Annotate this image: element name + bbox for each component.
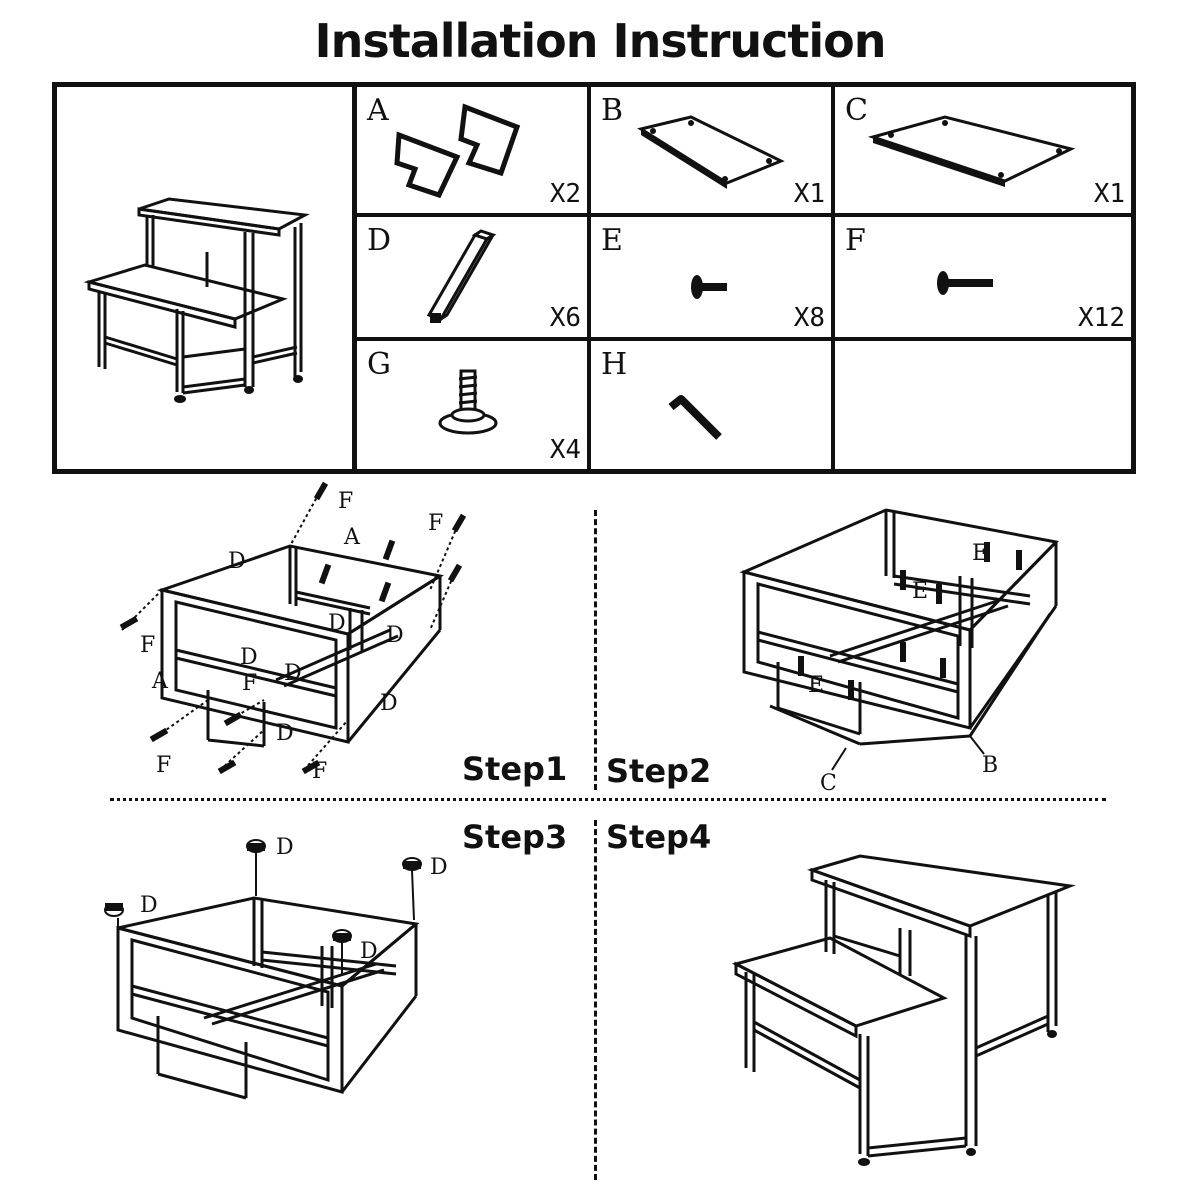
callout-label: D xyxy=(430,855,448,880)
grid-line xyxy=(352,87,357,469)
frame-panel-icon xyxy=(394,103,521,199)
callout-label: F xyxy=(312,759,327,784)
allen-key-icon xyxy=(668,395,722,440)
divider-horizontal xyxy=(110,798,1106,801)
part-letter: E xyxy=(601,223,623,258)
adjustable-foot-icon xyxy=(438,369,498,435)
step2-label: Step2 xyxy=(606,752,712,790)
part-cell-b: B X1 xyxy=(591,87,831,213)
empty-cell xyxy=(835,341,1131,469)
callout-label: D xyxy=(228,549,246,574)
part-letter: C xyxy=(845,93,868,128)
part-quantity: X2 xyxy=(549,179,581,209)
callout-label: F xyxy=(242,671,257,696)
grid-line xyxy=(587,87,591,469)
step3-label: Step3 xyxy=(462,818,568,856)
callout-label: E xyxy=(912,579,928,604)
divider-vertical xyxy=(594,820,597,1180)
part-quantity: X12 xyxy=(1078,303,1125,333)
part-letter: B xyxy=(601,93,624,128)
callout-label: E xyxy=(972,541,988,566)
part-quantity: X6 xyxy=(549,303,581,333)
part-letter: D xyxy=(367,223,392,258)
part-letter: A xyxy=(367,93,389,128)
part-quantity: X8 xyxy=(793,303,825,333)
part-letter: F xyxy=(845,223,866,258)
parts-table: A X2 B X1 C X1 D X6 xyxy=(52,82,1136,474)
part-cell-f: F X12 xyxy=(835,217,1131,337)
callout-label: D xyxy=(240,645,258,670)
callout-label: D xyxy=(140,893,158,918)
callout-label: C xyxy=(820,771,837,796)
grid-line xyxy=(831,87,835,469)
callout-label: A xyxy=(343,525,361,550)
step4-label: Step4 xyxy=(606,818,712,856)
divider-vertical xyxy=(594,510,597,790)
callout-label: F xyxy=(156,753,171,778)
callout-label: D xyxy=(276,721,294,746)
part-cell-g: G X4 xyxy=(357,341,587,469)
part-quantity: X4 xyxy=(549,435,581,465)
callout-label: F xyxy=(338,489,353,514)
grid-line xyxy=(357,337,1131,341)
large-board-icon xyxy=(867,115,1076,187)
part-cell-a: A X2 xyxy=(357,87,587,213)
part-cell-h: H xyxy=(591,341,831,469)
step3-diagram: D D D D xyxy=(104,835,448,1100)
callout-label: F xyxy=(140,633,155,658)
callout-label: D xyxy=(276,835,294,860)
step4-diagram xyxy=(731,854,1076,1166)
part-letter: G xyxy=(367,347,391,382)
callout-label: A xyxy=(151,669,169,694)
assembled-steps-icon xyxy=(83,197,310,403)
part-quantity: X1 xyxy=(793,179,825,209)
part-quantity: X1 xyxy=(1093,179,1125,209)
callout-label: B xyxy=(982,753,998,778)
step1-diagram: F A F D F D D D A D D F F F D xyxy=(119,481,467,784)
grid-line xyxy=(357,213,1131,217)
part-cell-d: D X6 xyxy=(357,217,587,337)
callout-label: D xyxy=(380,691,398,716)
callout-label: E xyxy=(808,673,824,698)
callout-label: D xyxy=(360,939,378,964)
part-cell-c: C X1 xyxy=(835,87,1131,213)
page-title: Installation Instruction xyxy=(314,14,886,68)
callout-label: D xyxy=(328,611,346,636)
step2-diagram: E E E B C xyxy=(739,508,1060,796)
callout-label: D xyxy=(284,661,302,686)
callout-label: F xyxy=(428,511,443,536)
short-screw-icon xyxy=(691,275,727,299)
long-screw-icon xyxy=(937,271,993,295)
square-tube-icon xyxy=(426,229,497,323)
callout-label: D xyxy=(386,623,404,648)
step1-label: Step1 xyxy=(462,750,568,788)
assembled-overview xyxy=(57,87,352,469)
part-letter: H xyxy=(601,347,628,382)
small-board-icon xyxy=(637,115,785,189)
part-cell-e: E X8 xyxy=(591,217,831,337)
